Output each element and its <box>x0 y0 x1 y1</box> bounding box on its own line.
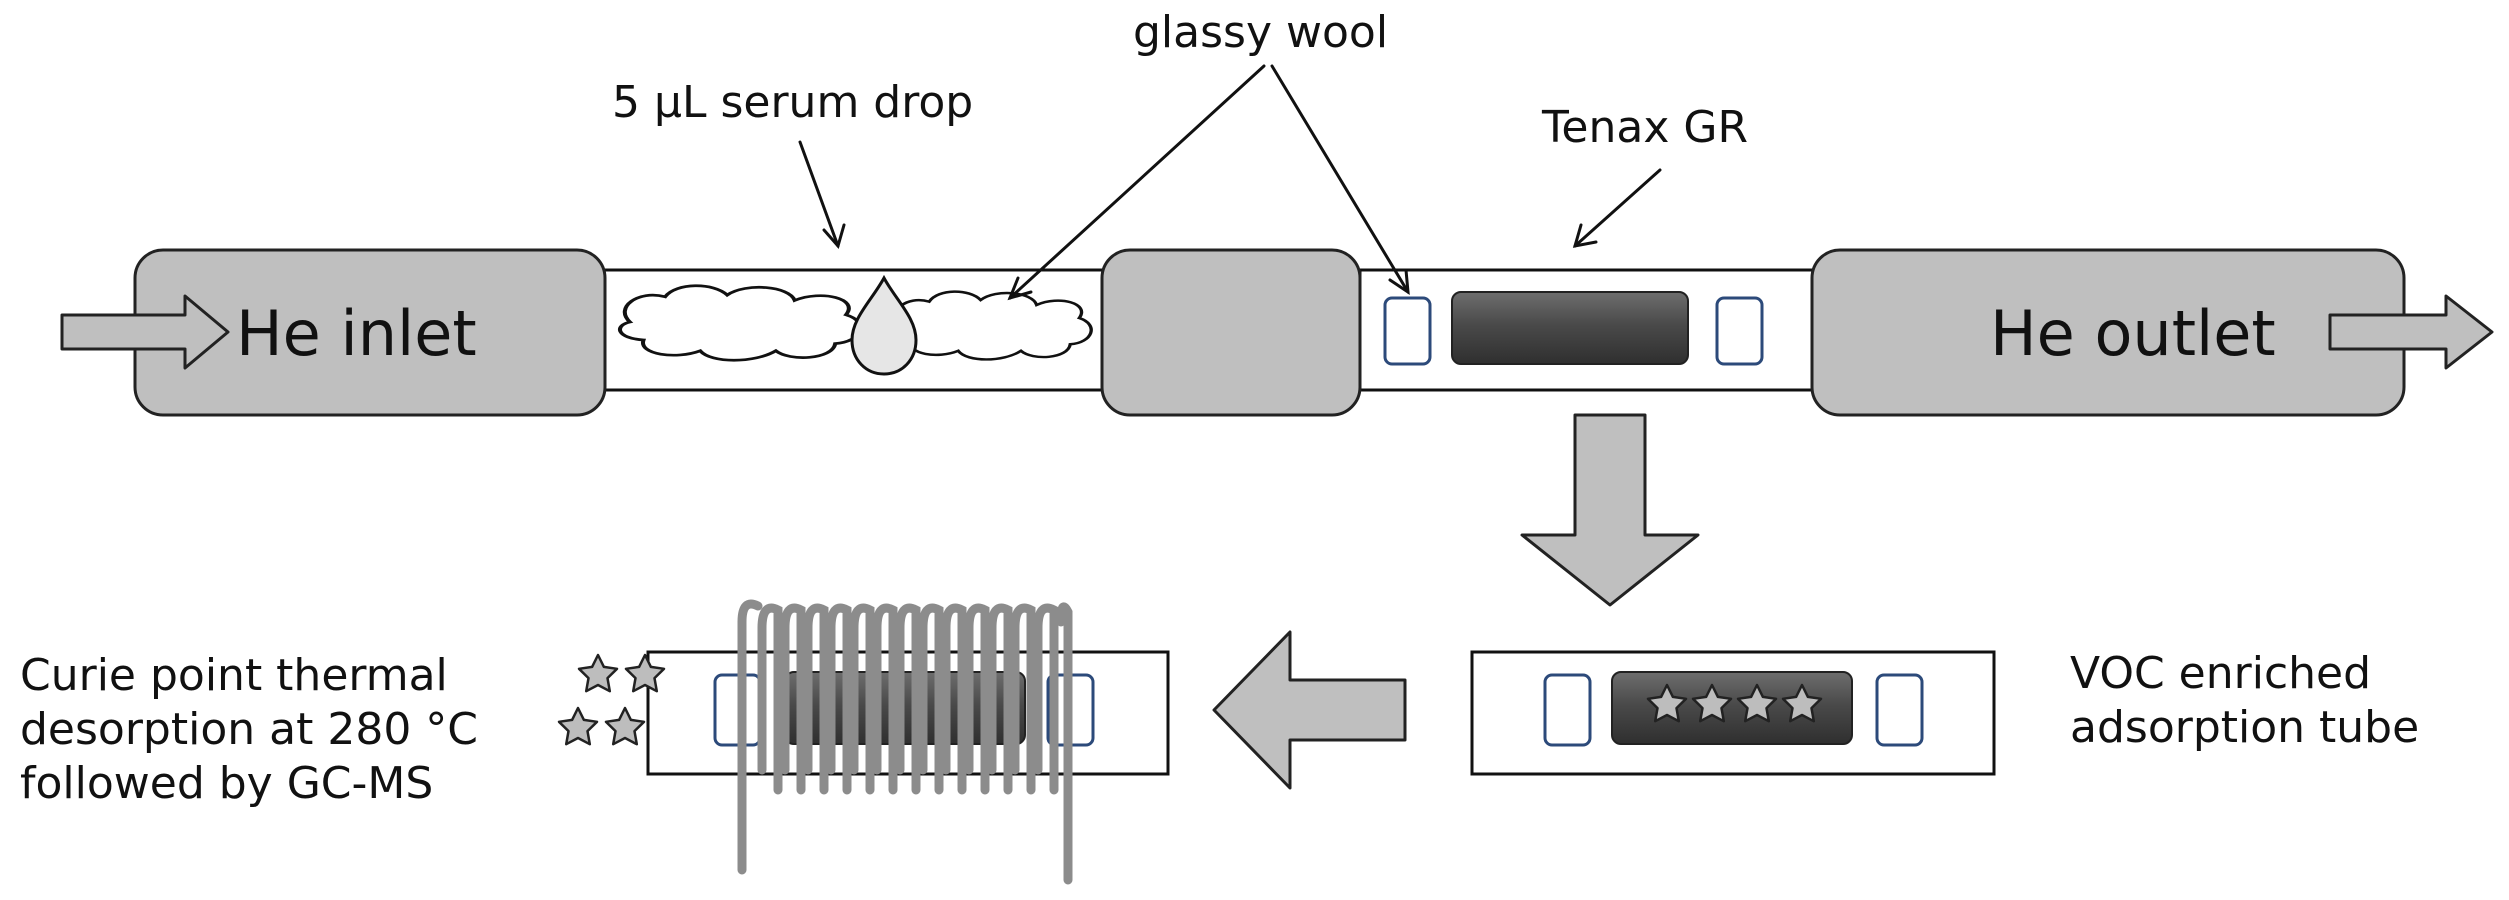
he-inlet-label: He inlet <box>236 297 477 370</box>
glassy-wool-label: glassy wool <box>1133 7 1388 58</box>
heating-coil-icon <box>737 599 1073 885</box>
he-outlet-label: He outlet <box>1990 297 2276 370</box>
curie-label-line3: followed by GC-MS <box>20 758 433 809</box>
serum-drop-label: 5 µL serum drop <box>612 77 973 128</box>
voc-label-line2: adsorption tube <box>2070 702 2419 753</box>
glassy-wool-cloud-icon <box>620 286 861 360</box>
tenax-sorbent-bed <box>1451 291 1689 365</box>
glassy-wool-pointer-left-head <box>1007 276 1033 301</box>
tenax-label: Tenax GR <box>1541 102 1748 153</box>
serum-drop-icon <box>850 274 918 376</box>
serum-drop-pointer <box>798 140 840 248</box>
tenax-pointer <box>1573 168 1662 248</box>
inlet-arrow-icon <box>60 294 230 370</box>
glassy-wool-cloud-icon <box>890 289 1093 362</box>
frit-left <box>1383 296 1432 366</box>
pointer-lines <box>798 64 1662 301</box>
outlet-arrow-icon <box>2328 294 2494 370</box>
curie-label-line1: Curie point thermal <box>20 650 448 701</box>
enriched-frit-left <box>1543 673 1592 747</box>
glassy-wool-pointer-right-head <box>1388 268 1410 295</box>
enriched-frit-right <box>1875 673 1924 747</box>
glassy-wool-pointer-right <box>1270 64 1410 294</box>
down-flow-arrow-icon <box>1520 413 1700 607</box>
left-flow-arrow-icon <box>1212 630 1407 790</box>
enriched-sorbent-bed <box>1611 671 1853 745</box>
glassy-wool-pointer-left <box>1008 64 1266 300</box>
curie-label-line2: desorption at 280 °C <box>20 704 478 755</box>
frit-right <box>1715 296 1764 366</box>
voc-label-line1: VOC enriched <box>2070 648 2371 699</box>
serum-drop-pointer-head <box>822 223 846 250</box>
middle-connector-block <box>1100 248 1362 417</box>
tenax-pointer-head <box>1572 223 1598 248</box>
